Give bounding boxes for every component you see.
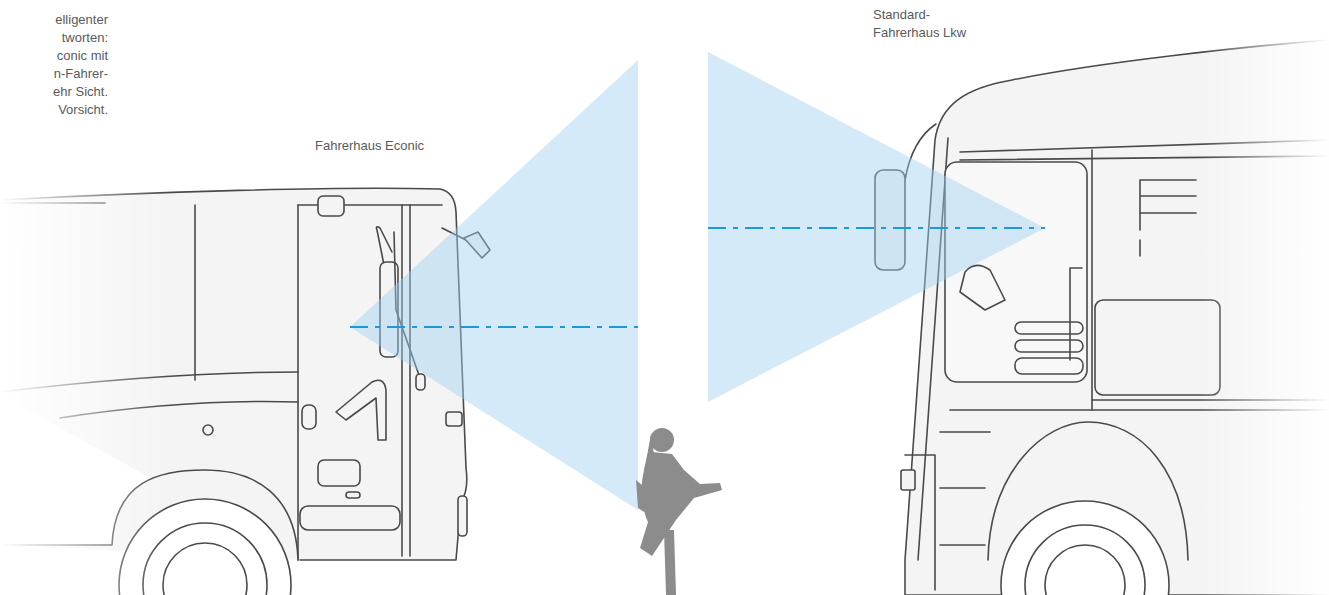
cropped-note: conic mit	[57, 47, 108, 65]
edge-fade	[1200, 0, 1329, 595]
cropped-note: Vorsicht.	[58, 101, 108, 119]
cyclist-head	[650, 428, 674, 452]
vent-lines	[1140, 180, 1196, 256]
bicycle-wheel	[664, 530, 676, 595]
step-lines	[940, 432, 990, 545]
indicator	[446, 412, 462, 426]
wheel-hub	[1045, 545, 1125, 595]
vent	[1015, 322, 1083, 334]
cab-pillar	[297, 205, 299, 560]
grab-handle	[1070, 268, 1082, 360]
cropped-note: elligenter	[55, 11, 108, 29]
cropped-note: ehr Sicht.	[53, 83, 108, 101]
window-pillar	[194, 205, 196, 380]
cab-label: Standard- Fahrerhaus Lkw	[873, 6, 973, 42]
step-light	[346, 492, 360, 498]
sight-axis	[350, 326, 638, 328]
cab-label: Fahrerhaus Econic	[315, 137, 424, 155]
steering-wheel	[336, 380, 386, 440]
edge-fade	[0, 180, 170, 595]
vent	[1015, 358, 1083, 374]
cropped-note: tworten:	[62, 29, 108, 47]
door-edge	[1091, 150, 1093, 410]
headlight	[458, 496, 467, 536]
fuel-cap	[203, 425, 213, 435]
cyclist-arm	[636, 480, 648, 512]
door-edge	[401, 205, 403, 556]
wheel-hub	[163, 543, 247, 595]
sight-axis	[708, 227, 1045, 229]
step	[300, 506, 400, 530]
sight-cone	[708, 52, 1045, 402]
cyclist-silhouette	[636, 428, 722, 595]
wheel	[1001, 501, 1169, 595]
lamp	[901, 470, 915, 490]
sight-cone	[350, 60, 638, 510]
wiper-tip	[416, 374, 425, 390]
roof-light	[318, 196, 344, 216]
door-edge	[409, 205, 411, 556]
vent	[1015, 340, 1083, 352]
seat	[318, 460, 360, 486]
cropped-note: n-Fahrer-	[54, 65, 108, 83]
cyclist-body	[640, 452, 722, 556]
wheel-rim	[1025, 525, 1145, 595]
seat-back	[960, 265, 1005, 310]
seat-part	[302, 405, 316, 429]
